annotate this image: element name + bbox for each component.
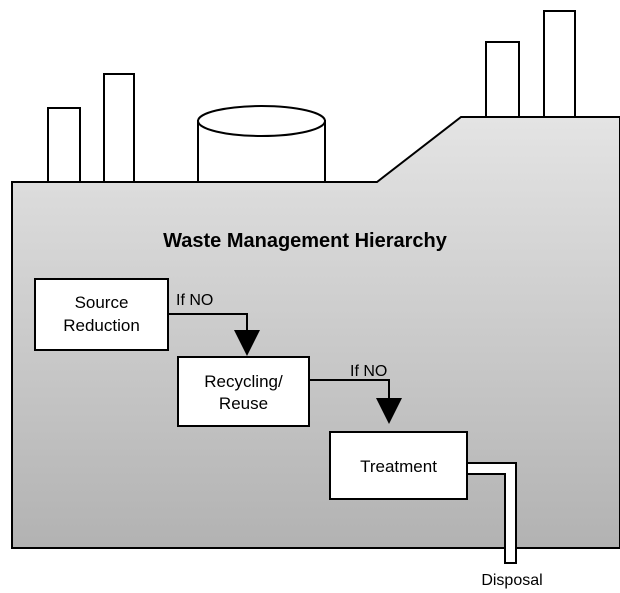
step-recycling-reuse-line1: Recycling/ — [204, 372, 283, 391]
chimney-right-tall — [543, 10, 576, 119]
step-source-reduction-line1: Source — [75, 293, 129, 312]
arrowhead-2 — [376, 398, 402, 424]
step-source-reduction-line2: Reduction — [63, 316, 140, 335]
connector-source-to-recycling — [168, 313, 248, 332]
edge-label-if-no-2: If NO — [350, 363, 387, 380]
arrowhead-1 — [234, 330, 260, 356]
connector-recycling-to-treatment — [309, 379, 390, 400]
storage-tank-top — [197, 105, 326, 137]
step-treatment: Treatment — [360, 457, 437, 476]
chimney-left-tall — [103, 73, 135, 184]
chimney-right-short — [485, 41, 520, 119]
chimney-left-short — [47, 107, 81, 184]
box-recycling-reuse — [177, 356, 310, 427]
step-recycling-reuse-line2: Reuse — [219, 394, 268, 413]
disposal-label: Disposal — [481, 572, 542, 589]
box-source-reduction — [34, 278, 169, 351]
box-treatment — [329, 431, 468, 500]
diagram-title: Waste Management Hierarchy — [163, 230, 448, 252]
edge-label-if-no-1: If NO — [176, 292, 213, 309]
